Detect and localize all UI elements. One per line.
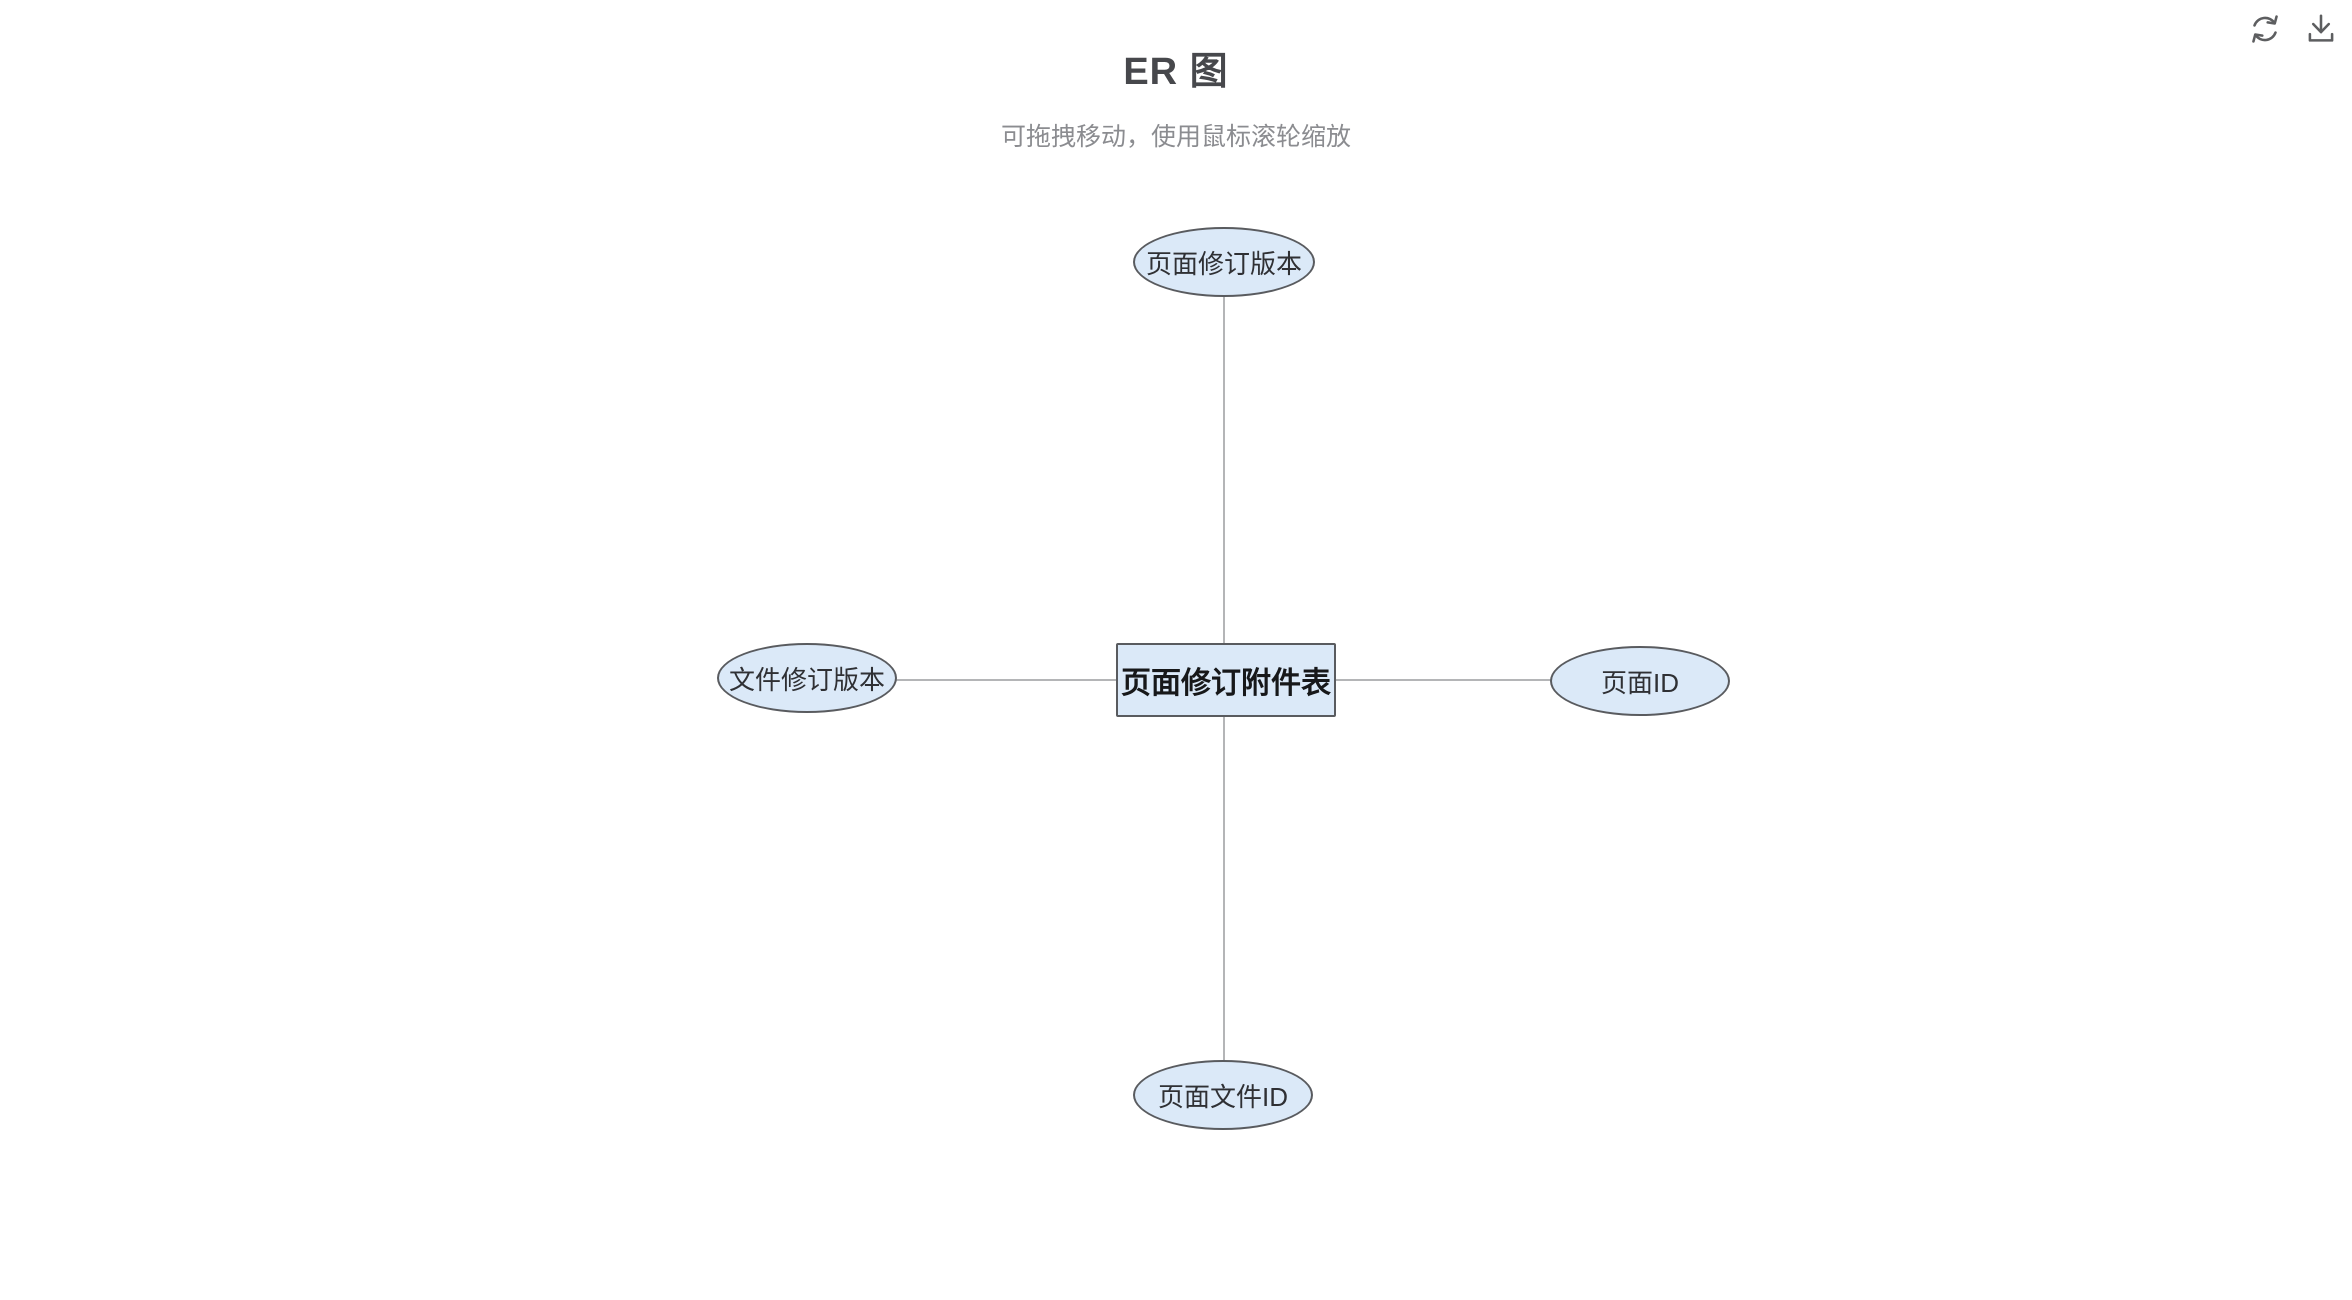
download-icon — [2308, 14, 2334, 42]
attribute-node-right[interactable]: 页面ID — [1550, 646, 1730, 716]
edge-entity-to-left-attr — [895, 679, 1117, 681]
edge-entity-to-right-attr — [1335, 679, 1552, 681]
attribute-node-left[interactable]: 文件修订版本 — [717, 643, 897, 713]
toolbar — [2246, 10, 2340, 48]
attribute-label: 页面文件ID — [1157, 1081, 1288, 1112]
edge-entity-to-top-attr — [1223, 296, 1225, 644]
attribute-node-top[interactable]: 页面修订版本 — [1133, 227, 1315, 297]
attribute-label: 文件修订版本 — [728, 664, 885, 695]
refresh-icon — [2252, 15, 2278, 43]
entity-label: 页面修订附件表 — [1121, 667, 1331, 700]
refresh-button[interactable] — [2246, 10, 2284, 48]
edge-entity-to-bottom-attr — [1223, 716, 1225, 1061]
attribute-label: 页面ID — [1600, 667, 1679, 698]
download-button[interactable] — [2302, 10, 2340, 48]
attribute-node-bottom[interactable]: 页面文件ID — [1133, 1060, 1313, 1130]
attribute-label: 页面修订版本 — [1145, 248, 1302, 279]
entity-node[interactable]: 页面修订附件表 — [1116, 643, 1336, 717]
